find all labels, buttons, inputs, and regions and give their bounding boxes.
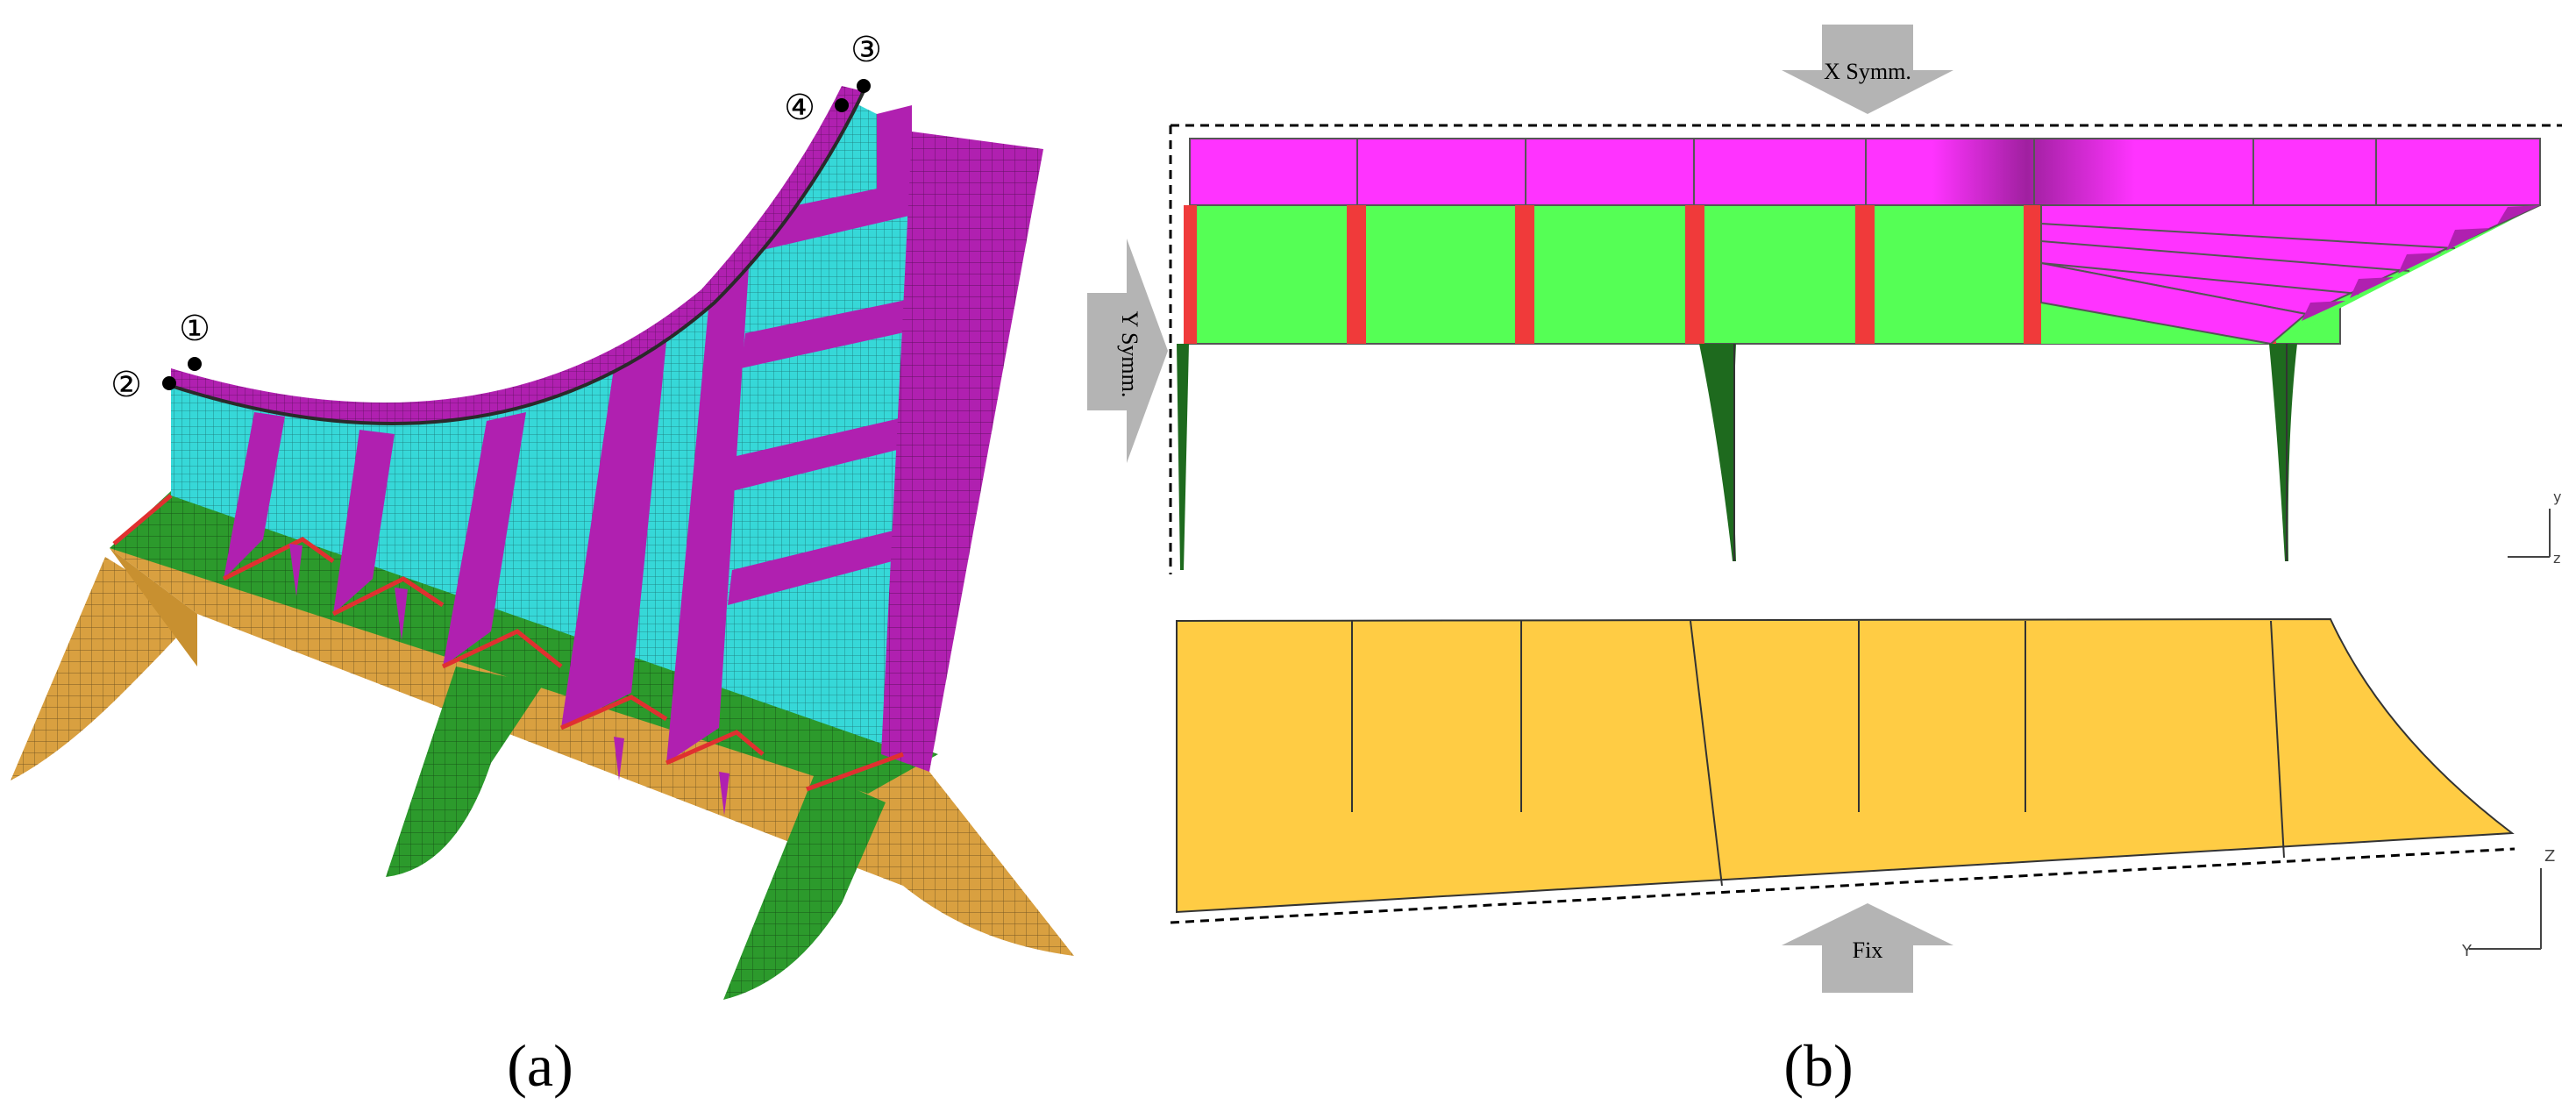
- magenta-sloped-stiffeners: [2040, 204, 2541, 346]
- deck-brackets: [289, 544, 729, 816]
- y-symm-arrow: Y Symm.: [1087, 239, 1168, 463]
- dark-green-brackets: [1177, 344, 2297, 570]
- fix-label: Fix: [1853, 937, 1883, 963]
- marker-2: ②: [110, 365, 142, 405]
- red-stiffener-strips: [1184, 205, 2276, 344]
- symmetry-lines: [1169, 124, 2562, 924]
- bottom-orange-plate: [1176, 617, 2515, 914]
- axis-top-v: y: [2553, 488, 2561, 505]
- marker-3: ③: [850, 30, 882, 70]
- panel-a-label: (a): [507, 1032, 573, 1099]
- axis-top-h: z: [2553, 550, 2560, 567]
- node-1-dot: [188, 357, 202, 371]
- y-symm-label: Y Symm.: [1117, 311, 1142, 398]
- marker-1: ①: [179, 309, 210, 349]
- orange-plate-stiffener-lines: [1351, 620, 2285, 887]
- node-markers: ① ② ③ ④: [110, 30, 882, 405]
- panel-b-boundary-conditions: X Symm. Y Symm.: [1087, 25, 2562, 1099]
- red-flange-lines: [112, 494, 904, 792]
- marker-4: ④: [784, 88, 815, 128]
- x-symm-label: X Symm.: [1824, 59, 1911, 84]
- axis-bottom-h: Y: [2461, 942, 2473, 960]
- axis-triad-bottom: [2469, 868, 2542, 950]
- magenta-stiffeners: [224, 254, 750, 763]
- panel-b-label: (b): [1783, 1032, 1853, 1099]
- axis-triad-top: [2508, 509, 2551, 558]
- node-4-dot: [835, 98, 849, 112]
- node-3-dot: [857, 79, 871, 93]
- node-2-dot: [162, 376, 176, 390]
- x-symm-arrow: X Symm.: [1782, 25, 1953, 114]
- fix-arrow: Fix: [1782, 903, 1953, 993]
- axis-bottom-v: Z: [2544, 847, 2555, 866]
- panel-a-mesh-model: ① ② ③ ④ (a): [11, 30, 1074, 1099]
